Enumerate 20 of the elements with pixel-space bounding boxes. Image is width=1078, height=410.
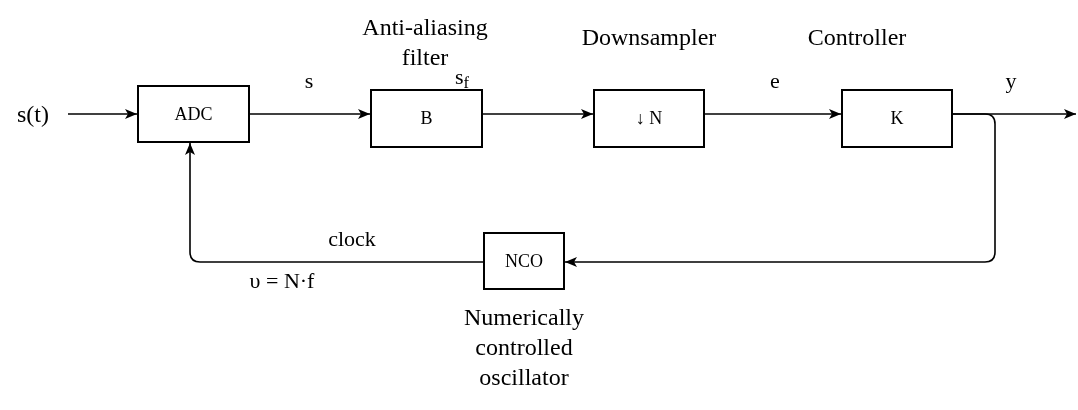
arrow [482,109,594,119]
block-box: NCO [483,232,565,290]
signal-label: s(t) [2,98,64,130]
block-box: ↓ N [593,89,705,148]
arrow [67,109,138,119]
formula-label: υ = N·f [248,268,316,294]
edge-label: y [1005,70,1017,92]
edge-label: e [770,70,780,92]
block-caption: Controller [806,23,908,52]
arrow [564,113,996,267]
block-box: K [841,89,953,148]
block-caption: Downsampler [580,23,718,52]
edge-label: s [304,70,314,92]
block-box: B [370,89,483,148]
arrow [704,109,842,119]
arrow [185,142,484,263]
edge-label: clock [328,228,376,250]
block-caption: Numerically controlled oscillator [463,303,585,392]
block-box: ADC [137,85,250,143]
arrow [249,109,371,119]
